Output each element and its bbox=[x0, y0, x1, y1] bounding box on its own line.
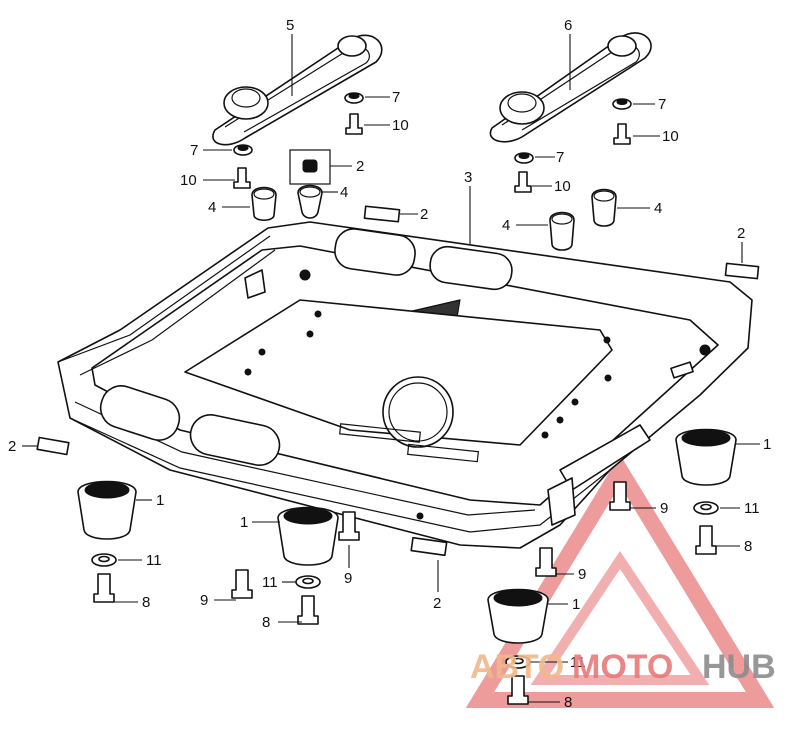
callout-11: 11 bbox=[262, 574, 278, 591]
leader-lines bbox=[22, 34, 760, 703]
seat-grip-right bbox=[489, 32, 652, 143]
callout-9: 9 bbox=[200, 592, 208, 609]
callout-8: 8 bbox=[142, 594, 150, 611]
callout-10: 10 bbox=[662, 128, 679, 145]
callout-2: 2 bbox=[737, 225, 745, 242]
callout-5: 5 bbox=[286, 17, 294, 34]
callout-10: 10 bbox=[554, 178, 571, 195]
callout-2: 2 bbox=[356, 158, 364, 175]
callout-10: 10 bbox=[392, 117, 409, 134]
callout-2: 2 bbox=[433, 595, 441, 612]
callout-7: 7 bbox=[392, 89, 400, 106]
watermark-word-avto: АВТО bbox=[470, 648, 564, 686]
callout-11: 11 bbox=[146, 552, 162, 569]
callout-labels: 5 6 7 7 7 7 10 10 10 10 2 2 2 2 2 3 4 4 … bbox=[8, 17, 771, 711]
watermark-logo bbox=[465, 454, 775, 708]
watermark-word-moto: MOTO bbox=[572, 648, 673, 686]
callout-4: 4 bbox=[654, 200, 662, 217]
callout-1: 1 bbox=[156, 492, 164, 509]
callout-8: 8 bbox=[744, 538, 752, 555]
callout-2: 2 bbox=[8, 438, 16, 455]
callout-1: 1 bbox=[763, 436, 771, 453]
callout-6: 6 bbox=[564, 17, 572, 34]
callout-4: 4 bbox=[340, 184, 348, 201]
callout-7: 7 bbox=[556, 149, 564, 166]
seat-grip-left bbox=[212, 34, 383, 146]
callout-10: 10 bbox=[180, 172, 197, 189]
callout-4: 4 bbox=[502, 217, 510, 234]
callout-9: 9 bbox=[578, 566, 586, 583]
callout-11: 11 bbox=[744, 500, 760, 517]
mounting-feet bbox=[77, 428, 737, 705]
watermark-text: АВТО MOTO HUB bbox=[470, 648, 776, 686]
callout-8: 8 bbox=[564, 694, 572, 711]
small-hardware bbox=[36, 92, 760, 557]
seat-base-tray bbox=[57, 221, 753, 549]
callout-7: 7 bbox=[190, 142, 198, 159]
callout-9: 9 bbox=[660, 500, 668, 517]
callout-8: 8 bbox=[262, 614, 270, 631]
callout-3: 3 bbox=[464, 169, 472, 186]
callout-7: 7 bbox=[658, 96, 666, 113]
watermark-word-hub: HUB bbox=[702, 648, 776, 686]
callout-1: 1 bbox=[572, 596, 580, 613]
callout-4: 4 bbox=[208, 199, 216, 216]
callout-11: 11 bbox=[570, 654, 586, 671]
callout-1: 1 bbox=[240, 514, 248, 531]
callout-2: 2 bbox=[420, 206, 428, 223]
callout-9: 9 bbox=[344, 570, 352, 587]
